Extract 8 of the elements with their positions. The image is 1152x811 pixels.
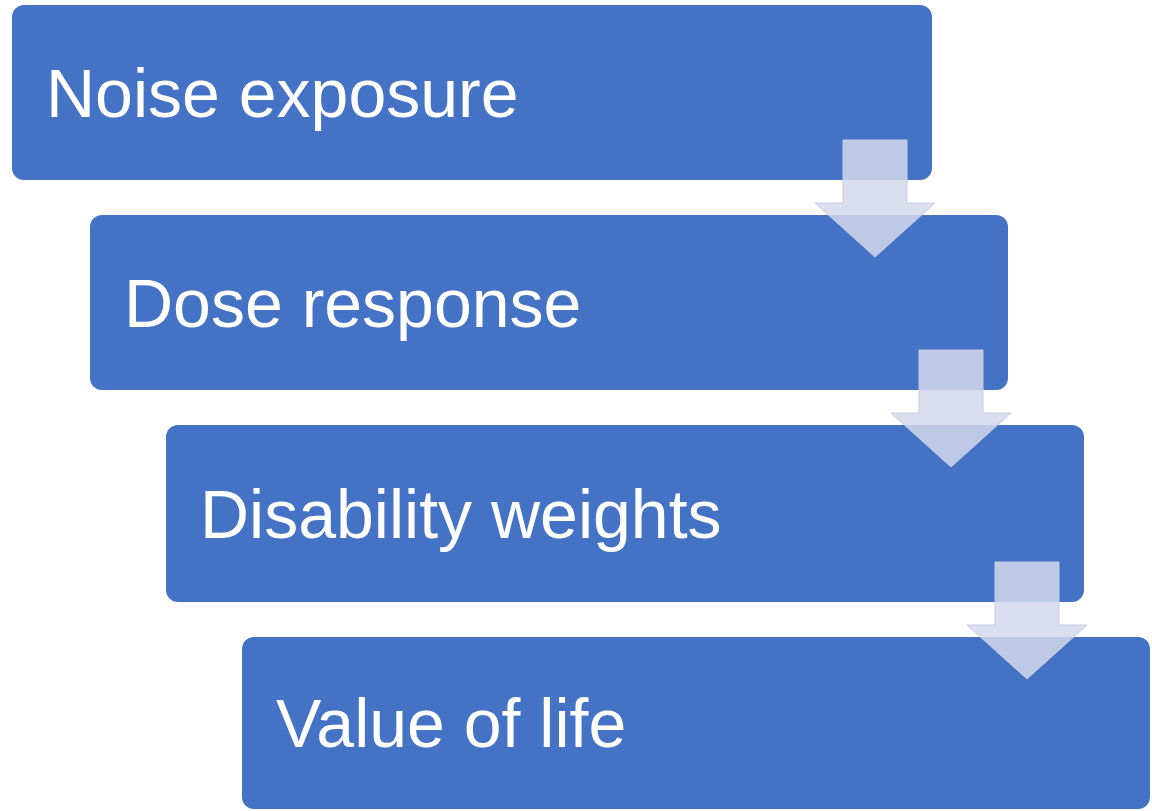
block-arrow (966, 561, 1088, 680)
process-box (12, 5, 932, 180)
block-arrow (814, 139, 936, 258)
process-box (90, 215, 1008, 390)
box-label: Value of life (276, 689, 627, 757)
process-box (166, 425, 1084, 602)
block-arrow (890, 349, 1012, 468)
process-box (242, 637, 1150, 809)
